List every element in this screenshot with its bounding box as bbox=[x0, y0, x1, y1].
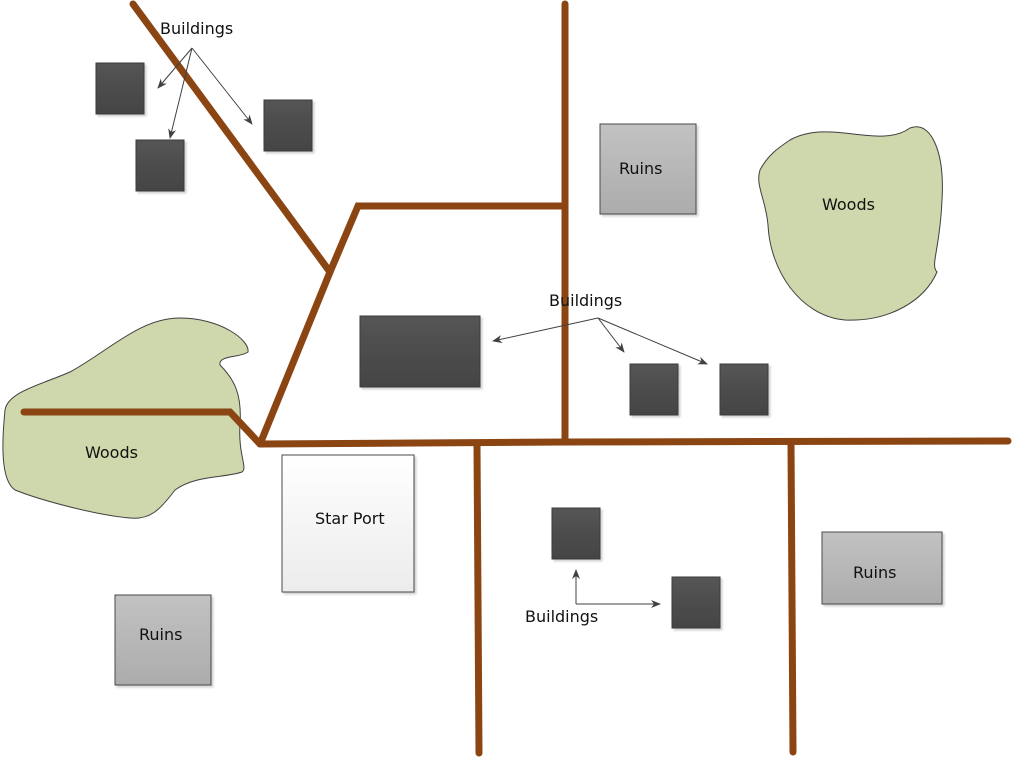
woods-west-area bbox=[2, 317, 249, 519]
label-star-port: Star Port bbox=[315, 509, 385, 528]
label-buildings-south: Buildings bbox=[525, 607, 598, 626]
ruins-east bbox=[821, 531, 943, 605]
arrow-nw-3 bbox=[191, 47, 253, 125]
road-northwest bbox=[129, 0, 334, 276]
ruins-north bbox=[599, 123, 697, 215]
label-ruins-east: Ruins bbox=[853, 563, 896, 582]
ruins-southwest bbox=[114, 594, 212, 686]
arrow-nw-2 bbox=[168, 47, 193, 139]
road-main-horizontal bbox=[256, 437, 1012, 448]
road-diagonal-west bbox=[326, 202, 569, 276]
arrow-center-2 bbox=[597, 317, 625, 353]
annotation-arrows bbox=[157, 47, 708, 608]
label-buildings-nw: Buildings bbox=[160, 19, 233, 38]
arrow-center-3 bbox=[597, 317, 708, 365]
road-woods-west bbox=[20, 408, 264, 448]
label-ruins-north: Ruins bbox=[619, 159, 662, 178]
arrow-nw-1 bbox=[157, 47, 193, 89]
building-nw-1 bbox=[95, 62, 145, 115]
road-diagonal-main bbox=[256, 268, 334, 448]
arrow-center-1 bbox=[492, 317, 599, 343]
building-center-3 bbox=[719, 363, 769, 416]
woods-east-area bbox=[758, 126, 943, 321]
building-south-1 bbox=[551, 507, 601, 560]
label-ruins-southwest: Ruins bbox=[139, 625, 182, 644]
building-south-2 bbox=[671, 576, 721, 629]
label-woods-east: Woods bbox=[822, 195, 875, 214]
building-center-2 bbox=[629, 363, 679, 416]
label-woods-west: Woods bbox=[85, 443, 138, 462]
road-network bbox=[20, 0, 1012, 757]
building-center-large bbox=[359, 315, 481, 388]
road-south-2 bbox=[787, 440, 797, 756]
building-nw-3 bbox=[263, 99, 313, 152]
star-port bbox=[281, 454, 415, 593]
building-nw-2 bbox=[135, 139, 185, 192]
label-buildings-center: Buildings bbox=[549, 291, 622, 310]
road-south-1 bbox=[473, 442, 483, 757]
